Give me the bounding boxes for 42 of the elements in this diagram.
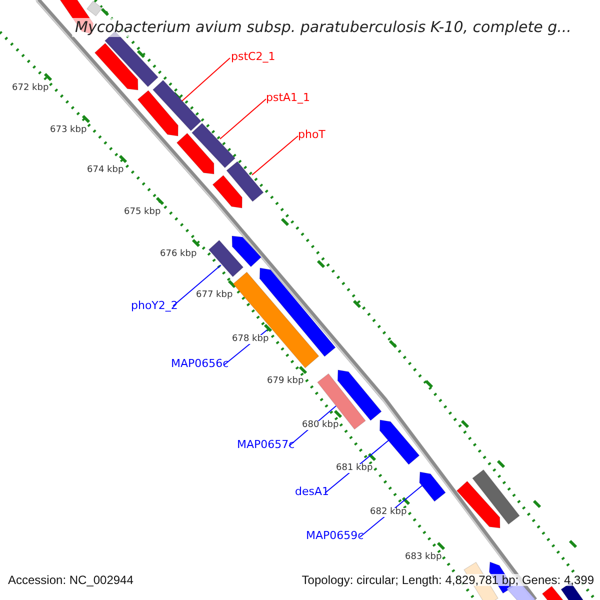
scale-label: 673 kbp (50, 126, 87, 135)
leader-line (252, 136, 298, 176)
gene-block (380, 420, 420, 465)
gene-label: pstA1_1 (266, 92, 310, 103)
scale-label: 683 kbp (405, 553, 442, 562)
scale-label: 676 kbp (160, 250, 197, 259)
gene-block (212, 174, 242, 208)
leader-line (182, 58, 230, 102)
gene-block (137, 90, 178, 136)
scale-label: 672 kbp (12, 84, 49, 93)
scale-label: 680 kbp (302, 421, 339, 430)
scale-label: 677 kbp (196, 291, 233, 300)
gene-block (94, 42, 138, 90)
info-text: Topology: circular; Length: 4,829,781 bp; Genes: 4,399 (302, 574, 594, 586)
gene-label: pstC2_1 (231, 51, 276, 62)
gene-label: MAP0656c (171, 358, 229, 369)
scale-label: 682 kbp (370, 508, 407, 517)
gene-block (337, 370, 382, 421)
gene-block (456, 480, 500, 528)
gene-block (176, 132, 214, 174)
gene-block (152, 80, 202, 132)
gene-label: desA1 (295, 486, 330, 497)
gene-block (232, 272, 320, 368)
info-text: Accession: NC_002944 (8, 574, 134, 586)
gene-block (208, 240, 244, 278)
scale-label: 678 kbp (232, 335, 269, 344)
gene-block (472, 469, 520, 525)
gene-block (232, 236, 262, 268)
leader-line (172, 264, 222, 306)
gene-block (226, 161, 264, 202)
scale-label: 681 kbp (336, 464, 373, 473)
gene-block (419, 472, 446, 502)
scale-label: 679 kbp (267, 377, 304, 386)
gene-block (191, 122, 236, 168)
gene-label: phoT (298, 129, 326, 140)
gene-label: MAP0659c (306, 530, 364, 541)
gene-label: phoY2_2 (131, 300, 178, 311)
scale-label: 674 kbp (87, 166, 124, 175)
gene-label: MAP0657c (237, 439, 295, 450)
gene-block (317, 373, 366, 430)
leader-line (220, 98, 266, 140)
scale-label: 675 kbp (124, 208, 161, 217)
